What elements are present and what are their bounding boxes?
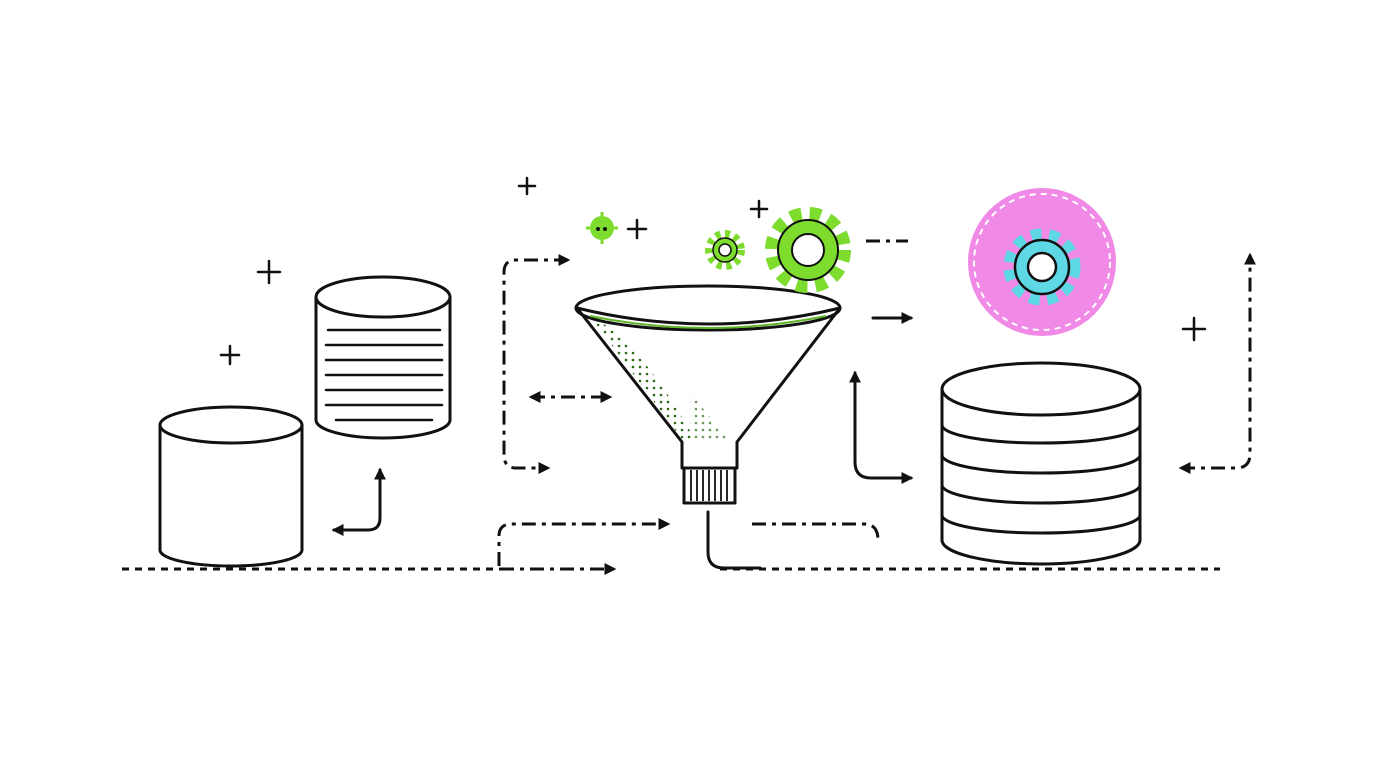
green-bug-icon — [586, 212, 618, 244]
connector-arrow — [331, 467, 386, 536]
outflow-branch — [752, 522, 880, 541]
gear-icon — [765, 207, 851, 293]
lower-flow-arrow — [497, 518, 671, 566]
hatched-database-icon — [158, 405, 304, 568]
outflow-line — [706, 510, 762, 570]
gear-icon — [705, 230, 745, 270]
input-bracket-arrow — [502, 254, 571, 474]
config-disc — [968, 188, 1116, 336]
striped-database-icon — [314, 275, 452, 440]
merge-arrow — [849, 370, 914, 484]
return-arrow — [1178, 252, 1256, 474]
funnel-icon — [574, 284, 842, 505]
gear-icon — [1003, 228, 1081, 306]
crosshatched-database-icon — [940, 361, 1142, 566]
